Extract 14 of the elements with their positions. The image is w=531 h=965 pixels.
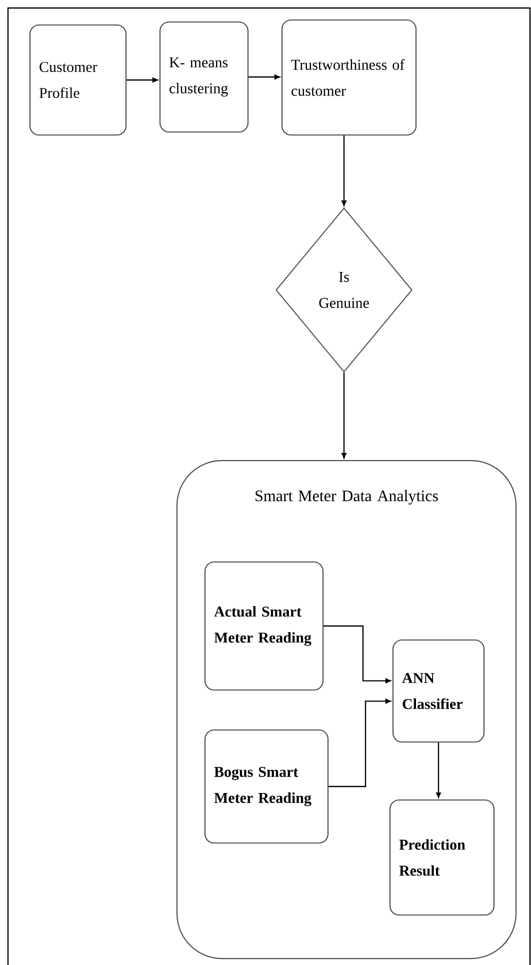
arrow — [342, 372, 346, 458]
arrow — [324, 625, 391, 684]
process-box: Actual Smart Meter Reading — [204, 561, 324, 691]
process-box: Bogus Smart Meter Reading — [204, 729, 329, 844]
arrow — [436, 742, 441, 798]
process-box: Prediction Result — [389, 799, 495, 916]
arrow — [126, 78, 158, 82]
process-box: ANN Classifier — [392, 639, 485, 743]
process-box: Customer Profile — [29, 24, 127, 136]
arrow — [248, 74, 280, 80]
process-box: K- means clustering — [159, 21, 249, 133]
arrow — [328, 698, 391, 788]
process-box: Trustworthiness of customer — [281, 19, 417, 136]
arrow — [342, 136, 346, 206]
